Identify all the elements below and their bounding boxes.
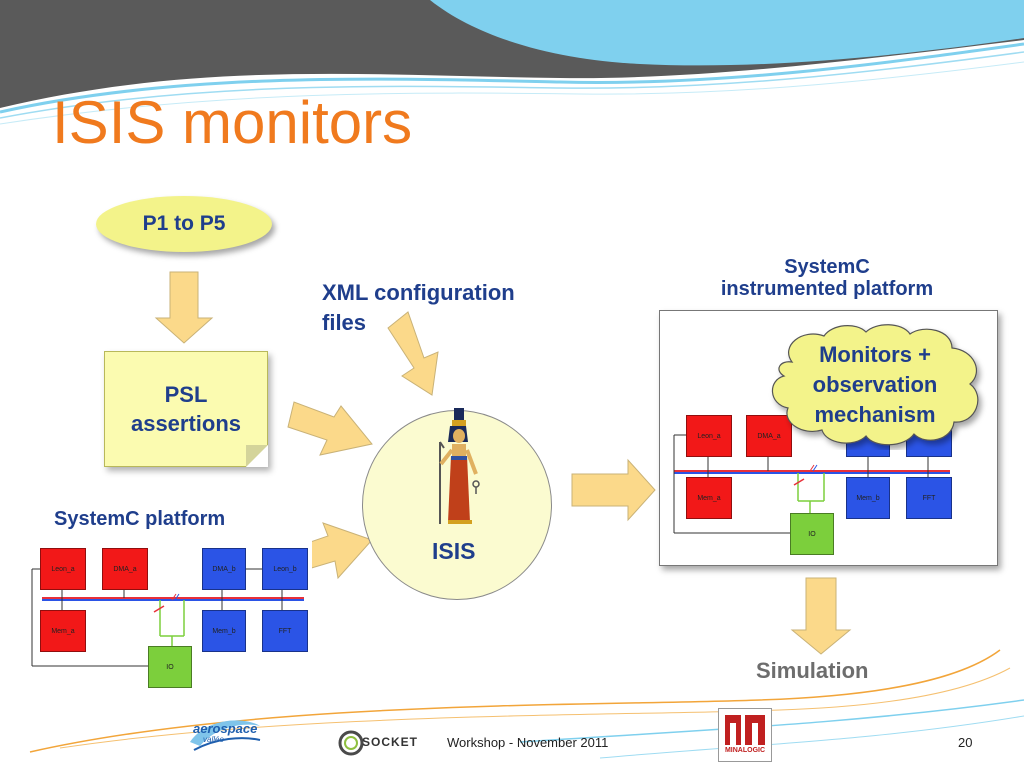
p1-to-p5-oval: P1 to P5 [96,196,272,252]
arrow-isis-to-instrumented [571,458,656,522]
arrow-to-simulation [790,577,852,655]
arrow-psl-to-isis [287,401,373,456]
inst-block-mem-b: Mem_b [846,477,890,519]
isis-label: ISIS [432,538,476,564]
aerospace-logo [190,720,261,751]
aerospace-logo-text: aerospace [193,721,258,736]
arrow-p1-to-psl [154,271,214,344]
block-leon-a: Leon_a [40,548,86,590]
block-mem-a: Mem_a [40,610,86,652]
socket-logo [338,730,364,756]
monitors-line1: Monitors + [819,342,931,367]
monitors-line2: observation [812,372,938,397]
slide-title: ISIS monitors [52,89,413,156]
psl-line1: PSL [164,382,208,407]
block-mem-b: Mem_b [202,610,246,652]
systemc-platform-label: SystemC platform [54,508,226,530]
aerospace-logo-subtext: vallée [203,735,224,744]
footer-text: Workshop - November 2011 [447,735,609,750]
isis-goddess-figure [439,408,480,524]
block-leon-b: Leon_b [262,548,308,590]
instrumented-wiring [673,434,950,534]
socket-logo-text: SOCKET [362,735,419,749]
xml-config-label: XML configuration files [322,280,515,336]
block-dma-b: DMA_b [202,548,246,590]
inst-block-mem-a: Mem_a [686,477,732,519]
minalogic-mark [725,715,765,745]
monitors-cloud [771,324,979,446]
inst-block-leon-a: Leon_a [686,415,732,457]
arrow-xml-to-isis [387,311,439,396]
systemc-platform-diagram: Leon_a DMA_a DMA_b Leon_b Mem_a Mem_b FF… [24,540,312,690]
simulation-label: Simulation [756,658,869,683]
inst-block-dma-a: DMA_a [746,415,792,457]
monitors-text: Monitors + observation mechanism [780,340,970,430]
note-fold [246,445,268,467]
minalogic-logo [718,708,772,762]
inst-block-fft: FFT [906,477,952,519]
xml-line1: XML configuration [322,280,515,305]
xml-line2: files [322,310,367,335]
instrumented-line1: SystemC [784,256,870,278]
psl-assertions-note: PSL assertions [104,351,268,467]
platform-wiring [31,568,304,667]
instrumented-line2: instrumented platform [720,278,934,300]
page-number: 20 [958,735,973,750]
block-io: IO [148,646,192,688]
psl-line2: assertions [130,411,242,436]
monitors-line3: mechanism [814,402,936,427]
instrumented-platform-label: SystemC instrumented platform [692,256,962,300]
minalogic-logo-text: MINALOGIC [724,747,766,754]
block-fft: FFT [262,610,308,652]
block-dma-a: DMA_a [102,548,148,590]
inst-block-io: IO [790,513,834,555]
